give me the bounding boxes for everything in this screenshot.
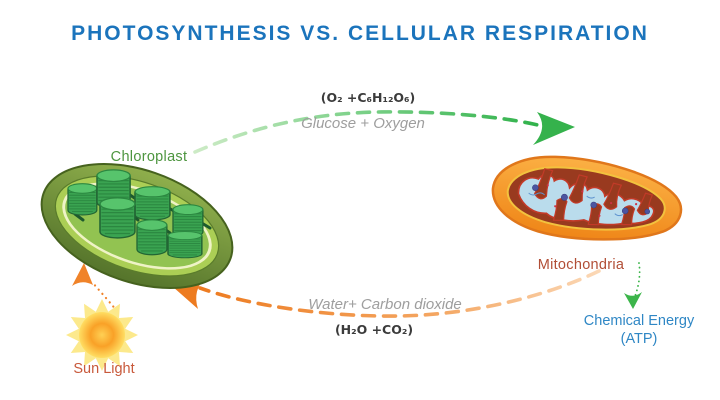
inner-membrane [506, 166, 666, 231]
sun-disc [79, 312, 125, 358]
dna-squiggles [528, 192, 623, 217]
respiration-formula: (H₂O +CO₂) [334, 322, 414, 337]
page-title: PHOTOSYNTHESIS VS. CELLULAR RESPIRATION [71, 22, 649, 45]
mitochondria-label: Mitochondria [537, 257, 625, 273]
sun-light-label: Sun Light [73, 361, 135, 377]
sunlight-input-arrow [72, 263, 119, 313]
chemical-energy-line1: Chemical Energy [583, 313, 695, 329]
mitochondria-illustration [491, 155, 683, 241]
chloroplast-illustration [40, 163, 234, 289]
outer-membrane [491, 155, 683, 241]
grana-stacks [67, 169, 204, 259]
respiration-products-label: Water+ Carbon dioxide [308, 296, 462, 313]
granules [532, 184, 651, 215]
chloroplast-membranes [40, 163, 234, 289]
photosynthesis-formula: (O₂ +C₆H₁₂O₆) [320, 90, 416, 105]
small-orange-arrowhead-icon [72, 263, 93, 286]
ribosome-specks [546, 184, 638, 217]
matrix [517, 174, 655, 226]
chemical-energy-line2: (ATP) [620, 331, 658, 347]
cristae-folds [533, 168, 654, 226]
small-green-arrowhead-icon [624, 292, 642, 309]
photosynthesis-products-label: Glucose + Oxygen [301, 115, 425, 132]
orange-arrowhead-icon [164, 277, 206, 309]
green-arrowhead-icon [533, 112, 575, 145]
chloroplast-label: Chloroplast [110, 149, 188, 165]
lamellae-connectors [73, 191, 212, 235]
chemical-energy-label: Chemical Energy (ATP) [564, 312, 714, 348]
